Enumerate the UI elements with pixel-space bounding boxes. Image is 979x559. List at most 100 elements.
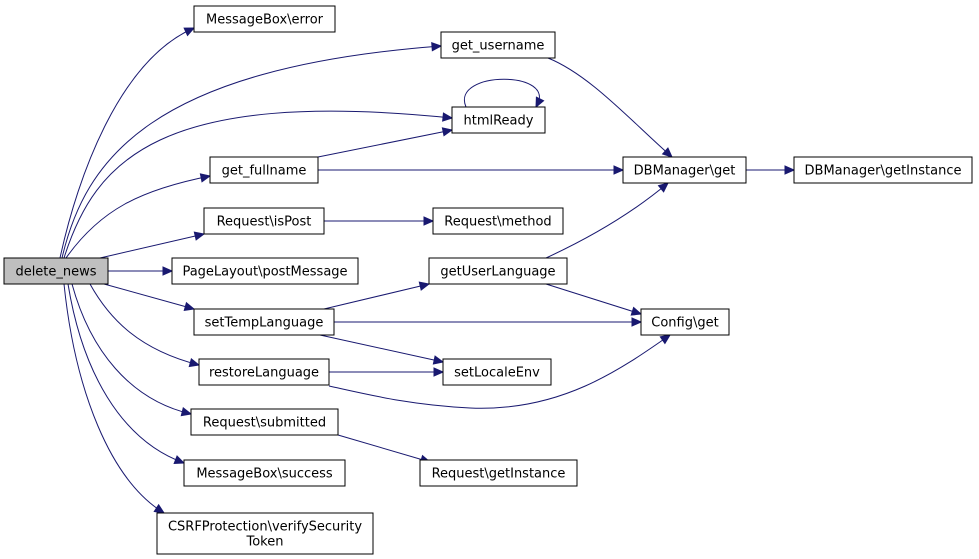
node-label: get_username <box>452 39 545 54</box>
arrowhead-icon <box>193 231 206 241</box>
edge-restorelanguage-to-setlocaleenv <box>329 367 445 377</box>
arrowhead-icon <box>631 317 643 327</box>
node-label: PageLayout\postMessage <box>182 265 347 280</box>
node-box <box>432 207 564 235</box>
node-dbmanager-get[interactable]: DBManager\get <box>622 156 747 184</box>
node-label: htmlReady <box>464 114 534 129</box>
arrowhead-icon <box>431 41 443 52</box>
arrowhead-icon <box>162 266 174 276</box>
edge-delete-news-to-get-username <box>61 41 443 259</box>
edge-request-submitted-to-request-getinstance <box>337 434 432 464</box>
node-label: Request\isPost <box>217 215 312 230</box>
node-messagebox-success[interactable]: MessageBox\success <box>183 459 346 487</box>
node-request-ispost[interactable]: Request\isPost <box>203 207 325 235</box>
node-box <box>428 257 568 285</box>
arrowhead-icon <box>657 182 669 193</box>
arrowhead-icon <box>183 301 196 312</box>
node-box <box>190 408 339 436</box>
arrowhead-icon <box>613 165 625 175</box>
node-label: MessageBox\success <box>196 467 333 482</box>
node-request-submitted[interactable]: Request\submitted <box>190 408 339 436</box>
node-box <box>193 5 336 33</box>
node-request-getinstance[interactable]: Request\getInstance <box>419 459 578 487</box>
node-pagelayout-postmessage[interactable]: PageLayout\postMessage <box>171 257 359 285</box>
node-label: Request\submitted <box>203 416 326 431</box>
edge-dbmanager-get-to-dbmanager-getinstance <box>746 165 796 175</box>
edge-delete-news-to-messagebox-error <box>59 27 196 259</box>
arrowhead-icon <box>173 455 186 465</box>
node-label: getUserLanguage <box>440 265 555 280</box>
edge-delete-news-to-restorelanguage <box>89 283 201 368</box>
node-box <box>442 358 552 386</box>
node-label: MessageBox\error <box>206 13 324 28</box>
arrowhead-icon <box>784 165 796 175</box>
edge-get-username-to-dbmanager-get <box>547 57 673 158</box>
node-label: Request\getInstance <box>432 467 566 482</box>
node-label: CSRFProtection\verifySecurity <box>168 520 362 535</box>
edge-delete-news-to-pagelayout-postmessage <box>108 266 174 276</box>
node-request-method[interactable]: Request\method <box>432 207 564 235</box>
node-label: DBManager\getInstance <box>805 164 962 179</box>
arrowhead-icon <box>423 216 435 226</box>
edge-request-ispost-to-request-method <box>324 216 435 226</box>
arrowhead-icon <box>442 112 454 122</box>
node-restorelanguage[interactable]: restoreLanguage <box>198 358 330 386</box>
arrowhead-icon <box>535 96 545 109</box>
node-label: delete_news <box>15 265 96 280</box>
node-getuserlanguage[interactable]: getUserLanguage <box>428 257 568 285</box>
node-box <box>171 257 359 285</box>
node-box <box>193 308 335 336</box>
node-box <box>419 459 578 487</box>
edges-layer <box>59 27 796 514</box>
edge-delete-news-to-get-fullname <box>65 173 212 259</box>
node-box <box>451 106 546 134</box>
node-delete-news[interactable]: delete_news <box>3 257 109 285</box>
arrowhead-icon <box>659 334 672 345</box>
edge-get-fullname-to-htmlready <box>317 127 454 158</box>
arrowhead-icon <box>180 407 193 417</box>
edge-settemplanguage-to-getuserlanguage <box>323 281 431 310</box>
edge-getuserlanguage-to-dbmanager-get <box>545 182 669 259</box>
arrowhead-icon <box>441 127 454 137</box>
node-htmlready[interactable]: htmlReady <box>451 106 546 134</box>
node-get-fullname[interactable]: get_fullname <box>209 156 319 184</box>
edge-delete-news-to-messagebox-success <box>67 283 186 465</box>
node-box <box>183 459 346 487</box>
arrowhead-icon <box>661 147 673 158</box>
node-box <box>203 207 325 235</box>
node-get-username[interactable]: get_username <box>440 31 556 59</box>
arrowhead-icon <box>432 355 445 365</box>
node-label: DBManager\get <box>634 164 736 179</box>
edge-delete-news-to-csrf-verify <box>63 283 166 514</box>
node-setlocaleenv[interactable]: setLocaleEnv <box>442 358 552 386</box>
edge-getuserlanguage-to-config-get <box>545 283 643 316</box>
edge-settemplanguage-to-setlocaleenv <box>319 334 445 365</box>
edge-delete-news-to-request-submitted <box>71 283 193 417</box>
arrowhead-icon <box>418 281 431 291</box>
node-box <box>209 156 319 184</box>
node-label: get_fullname <box>222 164 307 179</box>
edge-delete-news-to-htmlready <box>63 110 454 259</box>
node-box <box>793 156 973 184</box>
arrowhead-icon <box>188 357 201 368</box>
node-messagebox-error[interactable]: MessageBox\error <box>193 5 336 33</box>
arrowhead-icon <box>433 367 445 377</box>
edge-settemplanguage-to-config-get <box>334 317 643 327</box>
node-box <box>622 156 747 184</box>
edge-htmlready-to-htmlready <box>463 78 545 109</box>
edge-delete-news-to-request-ispost <box>99 231 206 259</box>
node-label: restoreLanguage <box>209 366 319 381</box>
node-box <box>198 358 330 386</box>
node-label: Request\method <box>444 215 551 230</box>
node-config-get[interactable]: Config\get <box>640 308 730 336</box>
node-label: Config\get <box>651 316 718 331</box>
arrowhead-icon <box>153 503 166 514</box>
node-label: setTempLanguage <box>205 316 324 331</box>
node-box <box>640 308 730 336</box>
node-dbmanager-getinstance[interactable]: DBManager\getInstance <box>793 156 973 184</box>
node-settemplanguage[interactable]: setTempLanguage <box>193 308 335 336</box>
node-box <box>440 31 556 59</box>
edge-get-fullname-to-dbmanager-get <box>318 165 625 175</box>
